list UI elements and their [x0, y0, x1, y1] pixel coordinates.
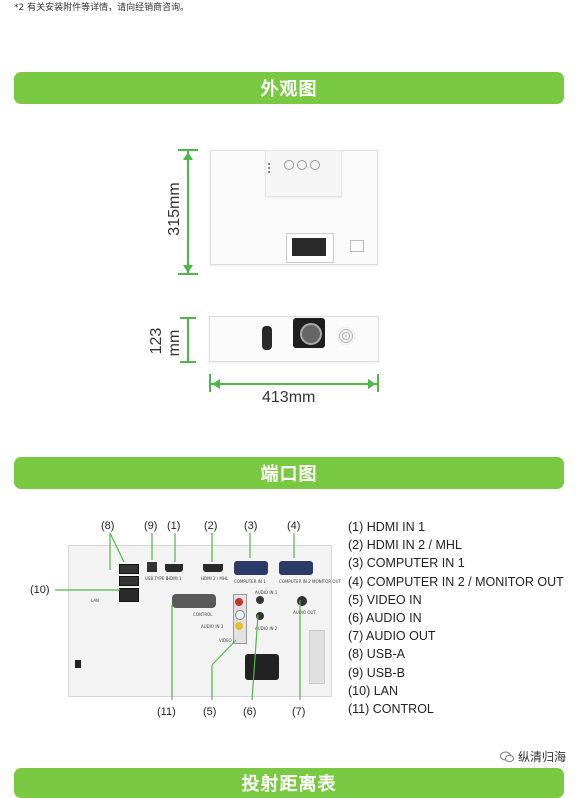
- port-num-5: (5): [203, 706, 217, 718]
- control-label: CONTROL: [193, 612, 213, 617]
- port-num-9: (9): [144, 520, 158, 532]
- hdmi1-label: HDMI 1: [167, 576, 182, 581]
- width-label: 413mm: [262, 389, 316, 406]
- usb-typeb-label: USB TYPE B: [145, 576, 169, 581]
- depth-label: 315mm: [166, 182, 183, 236]
- footnote: *2 有关安装附件等详情，请向经销商咨询。: [14, 3, 190, 13]
- audio-in2-label: AUDIO IN 2: [255, 626, 278, 631]
- section-banner-appearance: 外观图: [14, 72, 564, 104]
- port-num-1: (1): [167, 520, 181, 532]
- section-banner-throw-distance: 投射距离表: [14, 768, 564, 798]
- legend-item: (6) AUDIO IN: [348, 611, 422, 626]
- port-legend: (1) HDMI IN 1 (2) HDMI IN 2 / MHL (3) CO…: [348, 518, 564, 718]
- port-num-10: (10): [30, 584, 50, 596]
- port-num-11: (11): [157, 706, 176, 718]
- port-num-6: (6): [243, 706, 257, 718]
- legend-item: (10) LAN: [348, 683, 399, 698]
- port-num-7: (7): [292, 706, 306, 718]
- port-num-8: (8): [101, 520, 115, 532]
- wechat-icon: [499, 751, 514, 762]
- audio-in3-label: AUDIO IN 3: [201, 624, 224, 629]
- legend-item: (9) USB-B: [348, 665, 405, 680]
- height-label-number: 123: [148, 327, 165, 355]
- port-num-4: (4): [287, 520, 301, 532]
- legend-item: (8) USB-A: [348, 647, 405, 662]
- watermark-text: 纵清归海: [517, 750, 566, 764]
- legend-item: (7) AUDIO OUT: [348, 629, 436, 644]
- legend-item: (5) VIDEO IN: [348, 592, 422, 607]
- rear-panel: LAN USB TYPE B HDMI 1 HDMI 2 / MHL COMPU…: [68, 545, 341, 697]
- legend-item: (1) HDMI IN 1: [348, 520, 426, 534]
- legend-item: (11) CONTROL: [348, 702, 434, 717]
- computer1-label: COMPUTER IN 1: [234, 579, 266, 584]
- legend-item: (4) COMPUTER IN 2 / MONITOR OUT: [348, 574, 564, 589]
- height-label-unit: mm: [166, 329, 183, 357]
- audio-in1-label: AUDIO IN 1: [255, 590, 278, 595]
- watermark: 纵清归海: [499, 748, 566, 765]
- computer2-label: COMPUTER IN 2 MONITOR OUT: [279, 579, 341, 584]
- video-label: VIDEO: [219, 638, 232, 643]
- port-num-2: (2): [204, 520, 218, 532]
- audio-out-label: AUDIO OUT: [293, 610, 316, 615]
- legend-item: (3) COMPUTER IN 1: [348, 556, 465, 571]
- section-banner-ports: 端口图: [14, 457, 564, 489]
- legend-item: (2) HDMI IN 2 / MHL: [348, 538, 462, 553]
- lan-label: LAN: [91, 598, 100, 603]
- hdmi2-label: HDMI 2 / MHL: [201, 576, 229, 581]
- port-num-3: (3): [244, 520, 258, 532]
